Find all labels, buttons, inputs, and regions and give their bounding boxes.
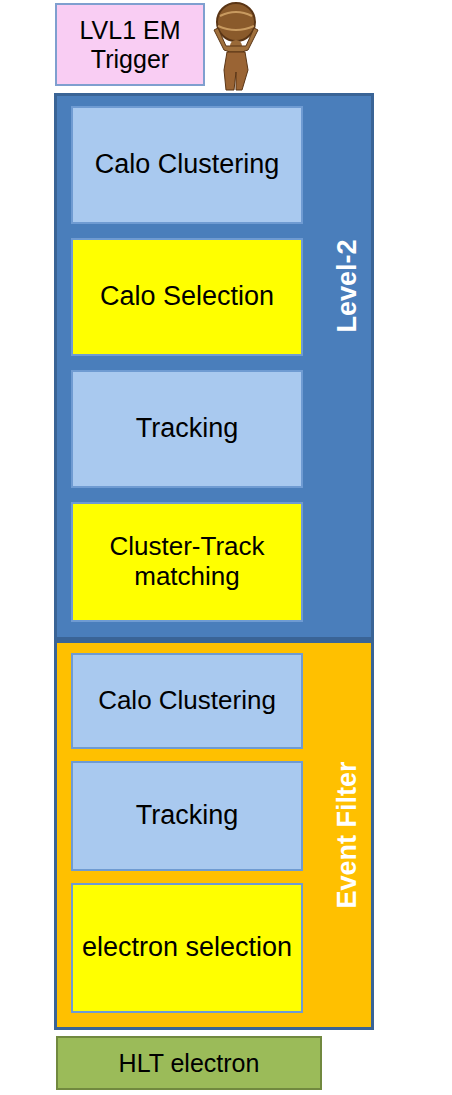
box-label: Tracking [136, 413, 239, 444]
body [224, 52, 248, 90]
selection-box: Cluster-Track matching [71, 502, 303, 622]
box-label: LVL1 EM Trigger [63, 16, 197, 74]
process-box: Tracking [71, 761, 303, 871]
selection-box: electron selection [71, 883, 303, 1013]
stage-label: Event Filter [332, 761, 363, 908]
box-label: HLT electron [119, 1049, 260, 1078]
result-box: HLT electron [56, 1036, 322, 1090]
atlas-figure [200, 0, 270, 92]
process-box: Calo Clustering [71, 653, 303, 749]
globe-lines [218, 12, 254, 30]
trigger-box: LVL1 EM Trigger [55, 3, 205, 86]
arms [214, 28, 258, 52]
event-filter-band: Event Filter Calo ClusteringTracking elect… [54, 640, 374, 1030]
process-box: Tracking [71, 370, 303, 488]
box-label: electron selection [82, 932, 292, 963]
level2-band: Level-2 Calo ClusteringCalo SelectionTrac… [54, 93, 374, 640]
box-label: Calo Clustering [98, 686, 276, 716]
process-box: Calo Clustering [71, 106, 303, 224]
box-label: Cluster-Track matching [79, 532, 295, 592]
box-label: Calo Clustering [95, 149, 280, 180]
box-label: Calo Selection [100, 281, 274, 312]
stage-label: Level-2 [332, 239, 363, 332]
selection-box: Calo Selection [71, 238, 303, 356]
box-label: Tracking [136, 800, 239, 831]
globe [217, 3, 255, 41]
